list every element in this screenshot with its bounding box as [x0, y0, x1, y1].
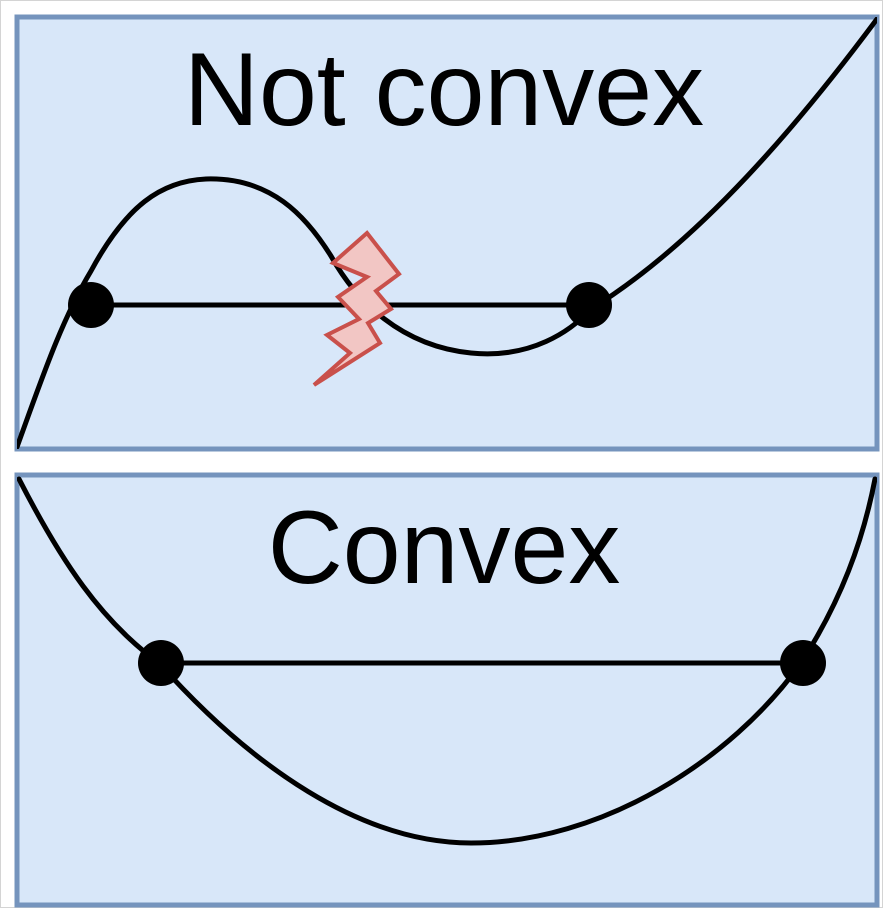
panel-convex-title: Convex: [268, 490, 621, 606]
non-convex-point-right: [566, 282, 612, 328]
convex-curve: [17, 476, 877, 846]
panel-convex: Convex: [14, 472, 880, 908]
panel-not-convex: Not convex: [14, 14, 880, 452]
panel-convex-background: [14, 472, 880, 908]
non-convex-curve: [17, 17, 877, 449]
lightning-bolt-icon: [312, 230, 402, 387]
panel-not-convex-background: [14, 14, 880, 452]
panel-not-convex-title: Not convex: [184, 32, 704, 148]
convex-point-right: [780, 640, 826, 686]
non-convex-point-left: [68, 282, 114, 328]
convex-point-left: [138, 640, 184, 686]
